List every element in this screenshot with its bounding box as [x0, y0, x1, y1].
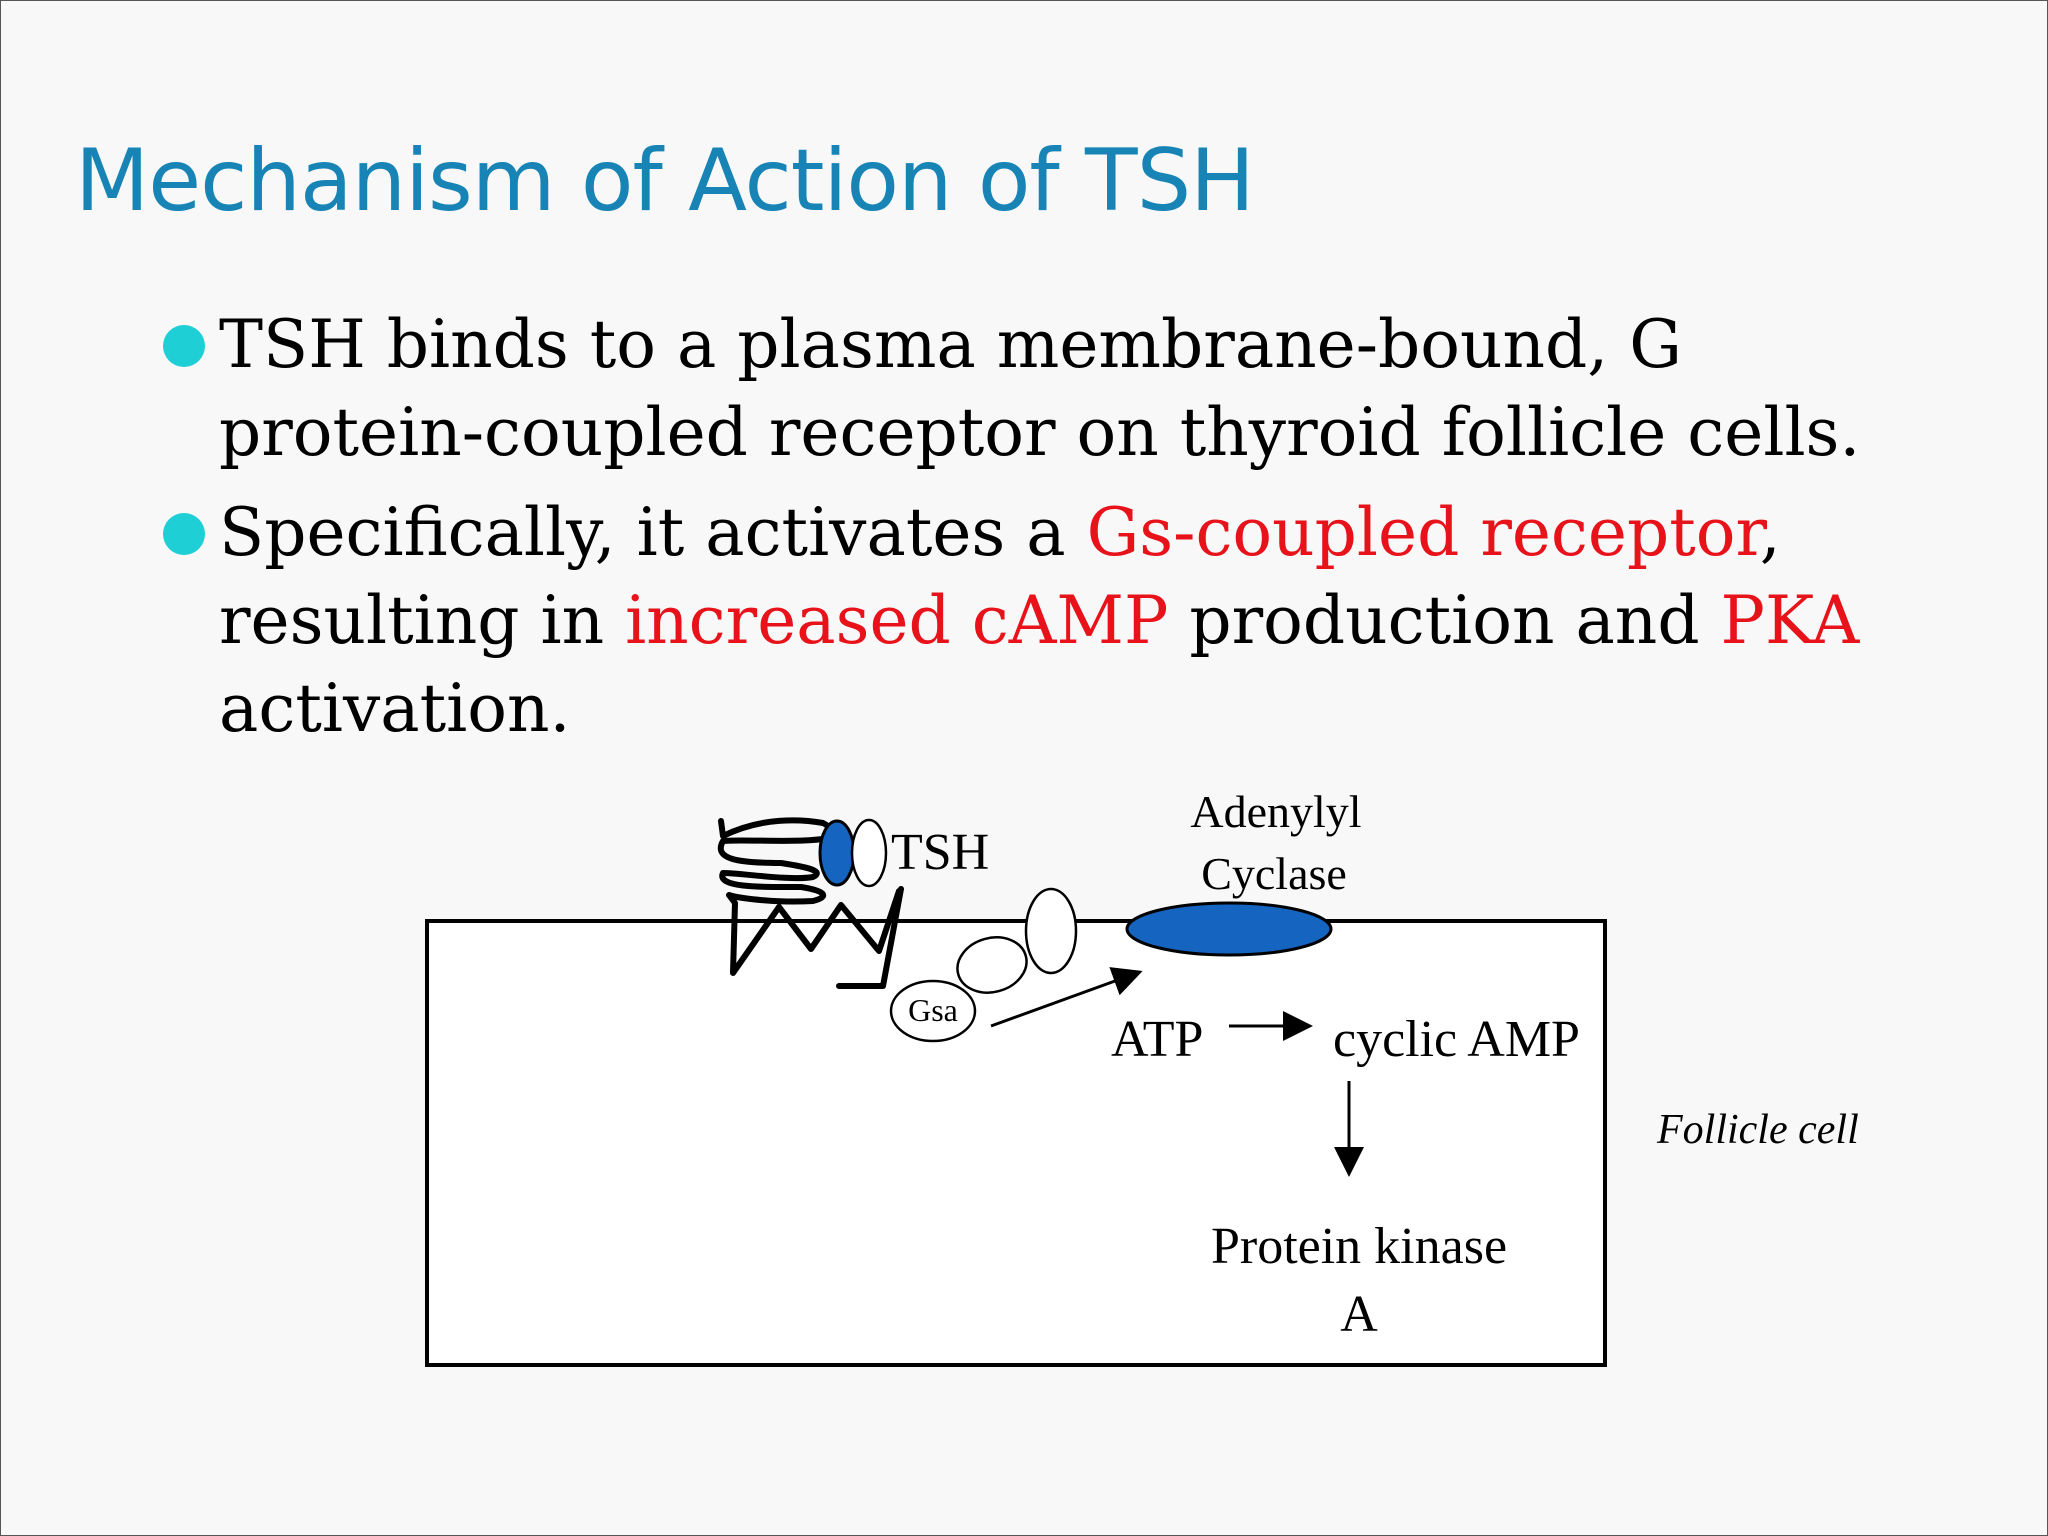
- follicle-cell-box: [425, 919, 1607, 1367]
- adenylyl-cyclase: [1125, 901, 1333, 957]
- tsh-ligand-light: [850, 818, 888, 888]
- bullet-list: TSH binds to a plasma membrane-bound, G …: [161, 301, 1921, 765]
- tsh-label: TSH: [891, 824, 989, 881]
- camp-label: cyclic AMP: [1333, 1011, 1580, 1068]
- bullet-item-1: TSH binds to a plasma membrane-bound, G …: [161, 301, 1921, 477]
- highlight-gs-receptor: Gs-coupled receptor: [1086, 494, 1760, 571]
- bullet-text-2c: production and: [1168, 582, 1721, 659]
- bullet-text-2b: , resulting in: [219, 494, 1781, 659]
- bullet-dot-icon: [163, 325, 205, 367]
- highlight-pka: PKA: [1720, 582, 1860, 659]
- g-protein-gamma: [1024, 887, 1078, 975]
- atp-label: ATP: [1111, 1011, 1203, 1068]
- bullet-item-2: Specifically, it activates a Gs-coupled …: [161, 489, 1921, 753]
- g-protein-alpha: [889, 979, 977, 1043]
- g-protein-beta: [956, 936, 1028, 994]
- follicle-cell-label: Follicle cell: [1656, 1107, 1859, 1153]
- bullet-text-1: TSH binds to a plasma membrane-bound, G …: [219, 306, 1861, 471]
- bullet-text-2a: Specifically, it activates a: [219, 494, 1087, 571]
- pka-label-line2: A: [1340, 1286, 1378, 1343]
- bullet-text-2d: activation.: [219, 670, 571, 747]
- activation-arrow: [990, 967, 1143, 1028]
- highlight-camp: increased cAMP: [625, 582, 1169, 659]
- adenylyl-label-line1: Adenylyl: [1190, 786, 1361, 837]
- slide-title: Mechanism of Action of TSH: [75, 131, 1255, 231]
- bullet-dot-icon: [163, 513, 205, 555]
- gsa-label: Gsa: [908, 992, 958, 1028]
- adenylyl-label-line2: Cyclase: [1201, 848, 1347, 899]
- tsh-ligand-dark: [818, 819, 856, 887]
- pka-label-line1: Protein kinase: [1211, 1218, 1507, 1275]
